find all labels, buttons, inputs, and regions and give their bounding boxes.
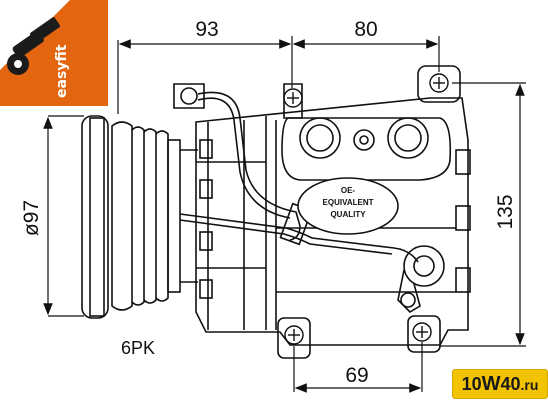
oe-badge: OE- EQUIVALENT QUALITY — [297, 177, 399, 235]
badge-line1: OE- — [341, 186, 356, 195]
site-watermark: 10W40.ru — [452, 369, 548, 399]
easyfit-logo: easyfit — [0, 0, 108, 108]
pressure-switch — [397, 245, 445, 314]
pulley — [81, 115, 198, 319]
bolt-top-left — [283, 88, 303, 108]
dim-bottom: 69 — [345, 364, 368, 387]
dim-top-right: 80 — [354, 18, 377, 41]
wrench-icon — [7, 17, 60, 75]
watermark-part1: 10 — [461, 374, 482, 394]
badge-line3: QUALITY — [330, 210, 366, 219]
pulley-label: 6PK — [121, 338, 155, 358]
bolt-bottom-left — [284, 325, 304, 345]
dim-left-vertical: ø97 — [20, 200, 43, 236]
bolt-top-right — [429, 73, 449, 93]
watermark-part4: .ru — [520, 377, 539, 393]
watermark-part2: W — [481, 373, 501, 395]
bolts — [283, 73, 449, 345]
watermark-part3: 40 — [500, 374, 521, 394]
dimension-lines — [43, 36, 526, 393]
dim-top-left: 93 — [195, 18, 218, 41]
logo-text: easyfit — [54, 44, 70, 98]
badge-line2: EQUIVALENT — [323, 198, 374, 207]
dim-right-vertical: 135 — [494, 194, 517, 229]
bolt-bottom-right — [412, 322, 432, 342]
